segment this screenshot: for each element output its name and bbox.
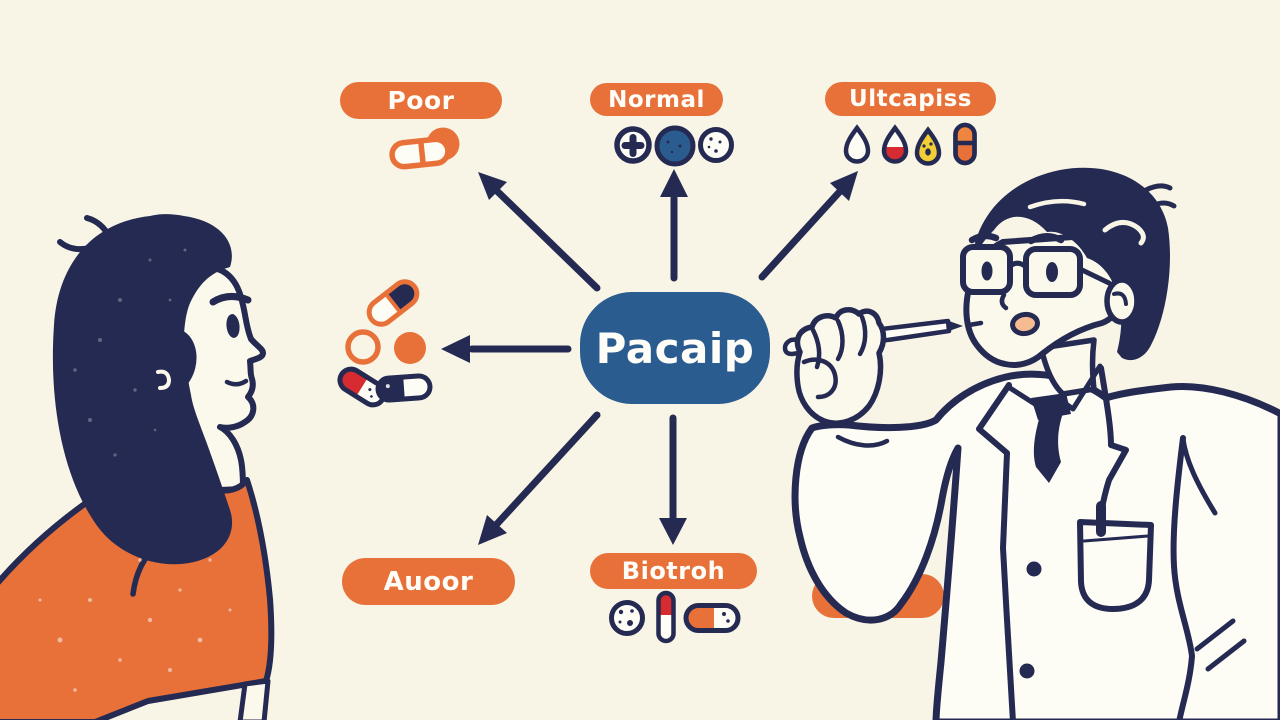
poor-pill-icon <box>389 127 460 170</box>
tablet-speckled-icon <box>609 600 645 636</box>
doctor-pocket-pen <box>1096 501 1106 537</box>
ultcapiss-pill-icons <box>846 122 977 166</box>
doctor-ear-line <box>1112 291 1128 306</box>
softgel-red-white-icon <box>883 128 907 165</box>
arrow-left-cluster <box>441 335 572 363</box>
biotroh-pill-icons <box>609 590 741 644</box>
doctor-pocket-line <box>1082 534 1150 543</box>
capsule-navy-white-horizontal-icon <box>375 373 433 403</box>
softgel-white-icon <box>846 128 868 162</box>
doctor-tie-blade <box>1033 413 1063 483</box>
patient-hair <box>52 214 233 565</box>
patient-hair-tuft <box>57 215 113 253</box>
patient-sideburn <box>143 328 197 396</box>
patient-arm <box>237 678 271 720</box>
branch-label-normal: Normal <box>590 83 723 116</box>
doctor-eyebrows <box>968 232 1065 245</box>
doctor-wrist-crease <box>835 434 890 448</box>
doctor-tie-knot <box>1031 393 1071 420</box>
normal-tablet-icons <box>614 125 734 167</box>
ring-tablet-orange-icon <box>345 329 381 365</box>
patient-eyebrow <box>209 293 252 306</box>
doctor-button-top <box>1026 561 1042 577</box>
tablet-speckled-icon <box>698 127 734 163</box>
branch-label-poor: Poor <box>340 82 502 119</box>
patient-mouth <box>224 378 249 387</box>
doctor-cuff-lines <box>1194 618 1247 672</box>
doctor-mouth <box>1010 311 1040 337</box>
doctor-nose <box>999 292 1009 311</box>
doctor-hair <box>972 167 1170 361</box>
center-node-pacaip: Pacaip <box>580 292 770 404</box>
arrow-upright-ultcapiss <box>758 171 858 281</box>
doctor-button-bottom <box>1019 663 1035 679</box>
patient-shirt-speckles <box>38 558 232 692</box>
doctor-hair-curl <box>1102 220 1146 246</box>
branch-label-auoor: Auoor <box>342 558 515 605</box>
diagram-arrows <box>441 169 858 545</box>
arrow-downleft-auoor <box>478 411 601 545</box>
doctor-figure <box>782 167 1280 720</box>
doctor-neck <box>1038 337 1097 397</box>
orange-tablet-filled-icon <box>394 332 426 364</box>
patient-ear-line <box>156 369 171 390</box>
arrow-upleft-poor <box>478 172 601 292</box>
doctor-pocket <box>1077 519 1154 612</box>
capsule-orange-white-horizontal-icon <box>683 603 741 633</box>
doctor-shoulder-curve <box>1180 436 1218 516</box>
doctor-hand <box>794 307 887 426</box>
arrow-down-biotroh <box>659 414 687 545</box>
left-pill-cluster-icons <box>337 279 433 408</box>
softgel-yellow-face-icon <box>917 130 939 164</box>
patient-figure <box>0 214 275 720</box>
patient-hair-speckles <box>73 248 187 457</box>
doctor-left-lapel <box>976 382 1016 720</box>
tablet-blue-filled-icon <box>654 125 696 167</box>
doctor-hair-tufts <box>1143 183 1177 209</box>
capsule-orange-vertical-icon <box>953 122 977 166</box>
capsule-navy-white-tilted-icon <box>366 279 420 327</box>
patient-eye <box>226 314 240 338</box>
branch-label-biotroh: Biotroh <box>590 553 757 589</box>
doctor-coat <box>791 370 1280 720</box>
doctor-eye-right <box>1046 262 1058 282</box>
doctor-side-seam <box>1170 435 1195 720</box>
capsule-orange-outline-icon <box>389 136 451 170</box>
doctor-eye-left <box>981 261 993 281</box>
capsule-red-white-vertical-icon <box>656 590 676 644</box>
arrow-up-normal <box>660 169 688 282</box>
branch-label-ultcapiss: Ultcapiss <box>825 82 996 116</box>
doctor-ear <box>1104 277 1140 325</box>
tablet-plus-sign-icon <box>614 126 652 164</box>
doctor-hair-parting <box>1027 198 1087 210</box>
